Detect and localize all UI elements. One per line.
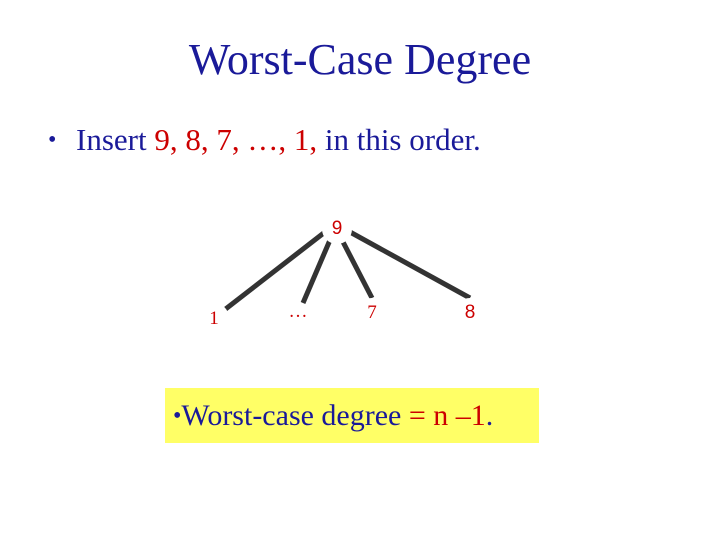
callout-bullet-dot: • bbox=[173, 403, 182, 429]
edge-root-8 bbox=[348, 229, 472, 301]
edge-root-ellipsis bbox=[300, 239, 333, 304]
insert-bullet: • Insert 9, 8, 7, …, 1, in this order. bbox=[48, 122, 481, 158]
callout-equals: = bbox=[408, 399, 426, 432]
bullet-sequence: 9, 8, 7, …, 1, bbox=[154, 122, 318, 157]
slide-title: Worst-Case Degree bbox=[188, 35, 532, 84]
callout-formula: n –1 bbox=[433, 399, 486, 432]
node-7 bbox=[357, 298, 387, 328]
bullet-suffix: in this order. bbox=[317, 122, 481, 157]
bullet-prefix: Insert bbox=[76, 122, 155, 157]
node-1 bbox=[199, 303, 229, 333]
node-ellipsis-label: … bbox=[288, 301, 308, 322]
bullet-dot: • bbox=[48, 127, 57, 153]
callout-suffix: . bbox=[485, 399, 494, 432]
callout-prefix: Worst-case degree bbox=[181, 399, 409, 432]
node-7-label: 7 bbox=[367, 302, 377, 323]
node-root bbox=[322, 214, 352, 244]
node-1-label: 1 bbox=[209, 308, 219, 329]
edge-root-7 bbox=[339, 238, 375, 300]
node-8 bbox=[455, 298, 485, 328]
node-8-label: 8 bbox=[464, 302, 476, 323]
edge-root-1 bbox=[212, 230, 327, 320]
worst-case-callout: •Worst-case degree = n –1. bbox=[165, 388, 539, 443]
node-root-label: 9 bbox=[331, 218, 343, 239]
